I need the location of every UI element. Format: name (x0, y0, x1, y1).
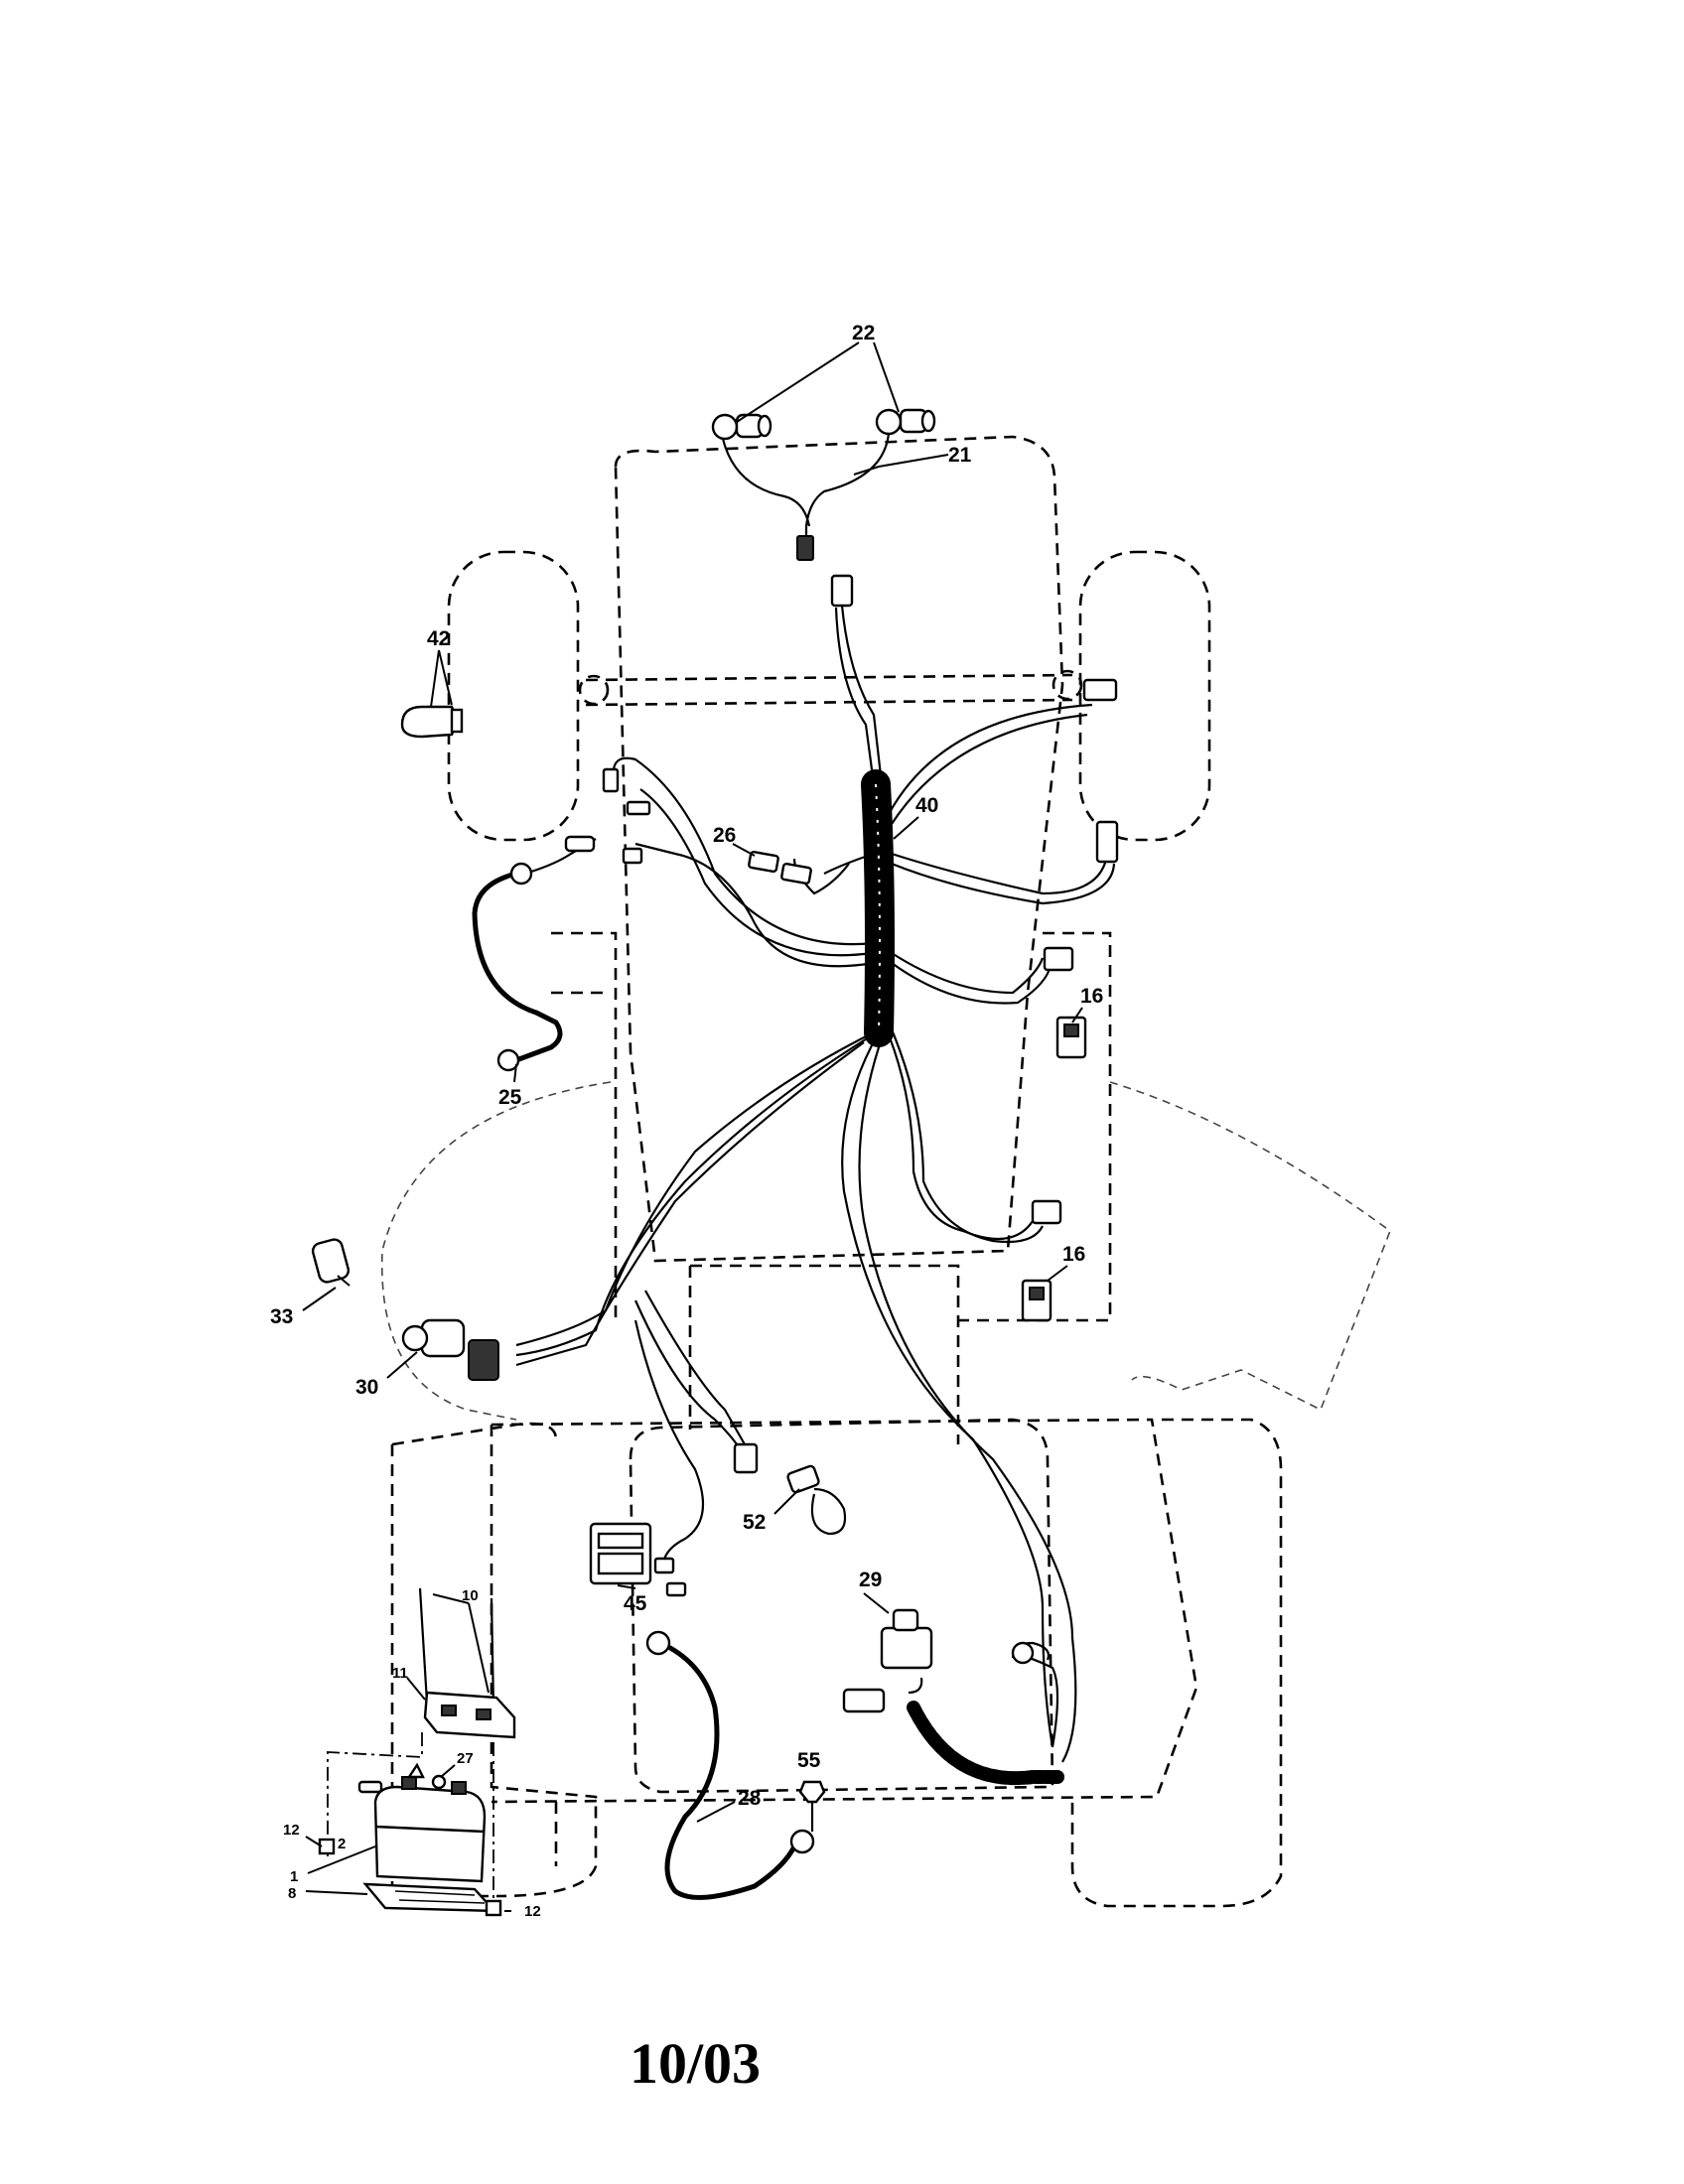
headlight-assembly (711, 408, 936, 561)
seat-outline (629, 1418, 1054, 1794)
right-headlight (875, 408, 936, 436)
front-axle (585, 673, 1073, 707)
light-harness (721, 433, 891, 541)
callout-22: 22 (852, 322, 875, 344)
light-harness-connector (796, 535, 814, 561)
rear-platform (491, 1418, 1198, 1804)
seat-switch-connector (733, 1442, 759, 1474)
callout-55: 55 (797, 1749, 821, 1772)
callout-40: 40 (915, 794, 938, 817)
battery-tray (362, 1882, 497, 1913)
ignition-connector (468, 1339, 499, 1381)
key-clip (400, 705, 464, 739)
switch-connector-upper (1043, 946, 1074, 972)
battery (373, 1776, 487, 1883)
callout-45: 45 (624, 1592, 647, 1615)
left-headlight (711, 413, 772, 441)
callout-21: 21 (948, 444, 972, 467)
callout-12-right: 12 (524, 1903, 541, 1920)
hood-outline (614, 435, 1064, 1263)
right-side-connector (1095, 820, 1119, 864)
callout-52: 52 (743, 1511, 766, 1534)
callout-16-upper: 16 (1080, 985, 1103, 1008)
revision-date: 10/03 (629, 2031, 762, 2096)
callout-42: 42 (427, 627, 450, 650)
callout-33: 33 (270, 1305, 293, 1328)
main-wire-harness (515, 574, 1119, 1786)
rear-right-wheel (1070, 1418, 1283, 1908)
callout-28: 28 (738, 1787, 762, 1810)
leader-lines (302, 341, 1083, 1912)
callout-30: 30 (355, 1376, 378, 1399)
left-front-connector-b (626, 800, 651, 816)
callout-11: 11 (392, 1665, 408, 1682)
left-spindle (578, 674, 610, 706)
ignition-switch (401, 1318, 499, 1381)
harness-loom (861, 769, 895, 1047)
callout-1: 1 (290, 1868, 298, 1885)
callout-26: 26 (713, 824, 736, 847)
callout-12-left: 12 (283, 1822, 300, 1839)
battery-bolts (318, 1762, 502, 1917)
fuse-holder (748, 850, 812, 886)
tractor-outline (380, 435, 1391, 1908)
callout-27: 27 (457, 1750, 474, 1767)
right-spindle (1052, 669, 1083, 701)
battery-cable (645, 1630, 815, 1900)
switch-connector-lower (1031, 1199, 1062, 1225)
front-right-wheel (1078, 550, 1211, 842)
ignition-key (311, 1238, 351, 1287)
frame-right-rail (953, 931, 1112, 1322)
callout-labels: 22 21 42 40 26 16 25 16 33 30 52 45 29 1… (270, 322, 1103, 1920)
front-right-connector (1082, 678, 1118, 702)
seat-switch (786, 1464, 847, 1536)
solenoid-connector (842, 1688, 886, 1713)
mower-deck-outline (380, 1081, 1391, 1421)
callout-29: 29 (859, 1569, 882, 1591)
interlock-switch-upper (1055, 1016, 1087, 1059)
left-front-connector-a (602, 767, 620, 793)
starter-solenoid (880, 1608, 933, 1695)
left-front-connector-c (622, 847, 643, 865)
battery-hold-down (418, 1587, 516, 1739)
callout-25: 25 (498, 1086, 522, 1109)
interlock-switch-lower (1021, 1279, 1052, 1322)
ground-ring-rear (1011, 1641, 1051, 1665)
callout-2: 2 (338, 1836, 346, 1852)
front-left-wheel (447, 550, 580, 842)
callout-10: 10 (462, 1587, 479, 1604)
bolt-55 (798, 1780, 826, 1832)
harness-connector-top (830, 574, 854, 608)
hour-meter-connector (653, 1557, 675, 1574)
hour-meter (589, 1522, 652, 1585)
frame-left-rail (551, 931, 618, 1320)
callout-8: 8 (288, 1885, 296, 1902)
battery-mount-line (327, 1732, 423, 1856)
mid-frame (688, 1264, 960, 1444)
ground-wire (472, 835, 597, 1072)
callout-16-lower: 16 (1062, 1243, 1085, 1266)
